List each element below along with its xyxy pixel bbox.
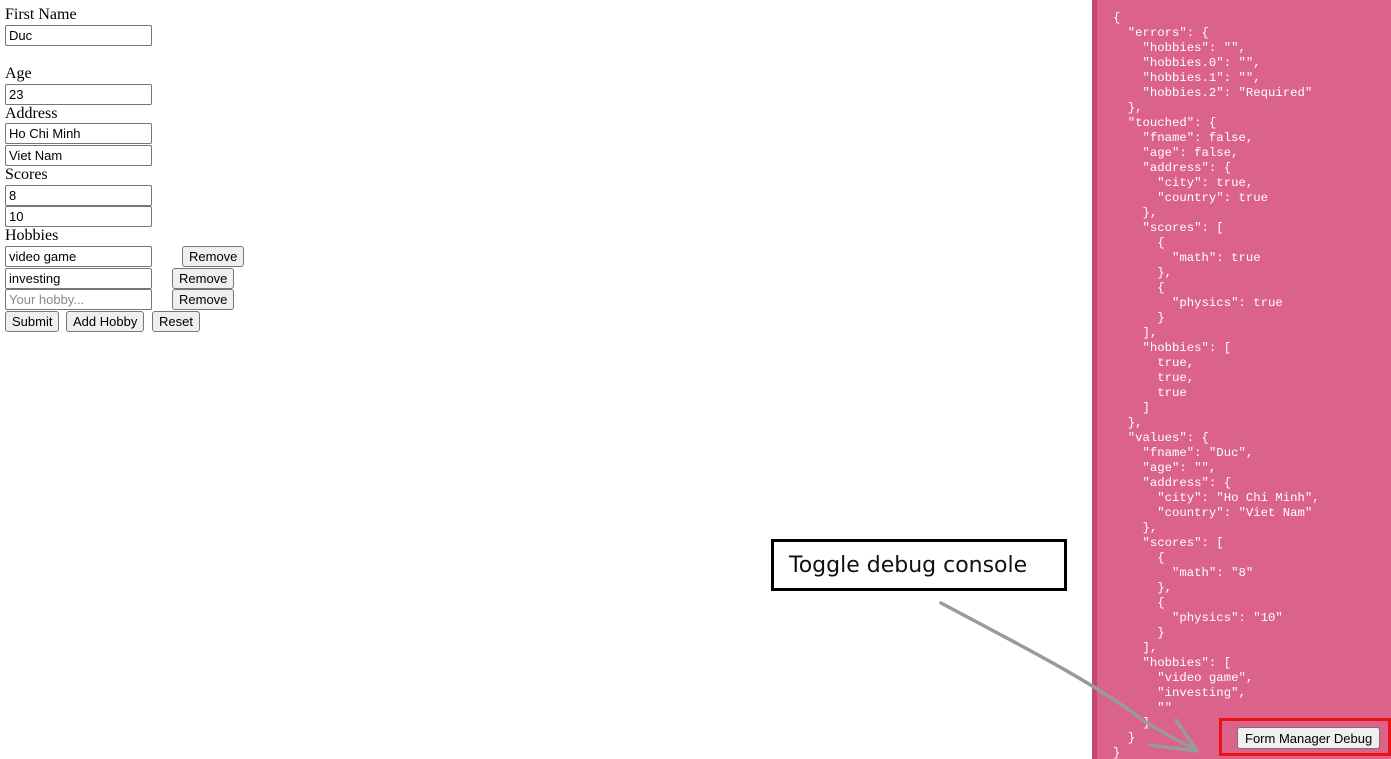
first-name-label: First Name <box>5 6 77 23</box>
country-input[interactable] <box>5 145 152 166</box>
hobby-input[interactable] <box>5 246 152 267</box>
reset-button[interactable]: Reset <box>152 311 200 332</box>
add-hobby-button[interactable]: Add Hobby <box>66 311 145 332</box>
age-input[interactable] <box>5 84 152 105</box>
hobbies-label: Hobbies <box>5 227 59 244</box>
age-label: Age <box>5 65 32 82</box>
form-manager-debug-toggle-button[interactable]: Form Manager Debug <box>1237 727 1381 749</box>
hobby-input[interactable] <box>5 268 152 289</box>
physics-score-input[interactable] <box>5 206 152 227</box>
annotation-text: Toggle debug console <box>789 552 1028 578</box>
city-input[interactable] <box>5 123 152 144</box>
remove-hobby-button[interactable]: Remove <box>172 289 235 310</box>
scores-label: Scores <box>5 166 48 183</box>
submit-button[interactable]: Submit <box>5 311 60 332</box>
remove-hobby-button[interactable]: Remove <box>172 268 235 289</box>
debug-console-panel[interactable]: { "errors": { "hobbies": "", "hobbies.0"… <box>1092 0 1391 759</box>
annotation-callout: Toggle debug console <box>771 539 1067 591</box>
math-score-input[interactable] <box>5 185 152 206</box>
first-name-input[interactable] <box>5 25 152 46</box>
hobby-input[interactable] <box>5 289 152 310</box>
remove-hobby-button[interactable]: Remove <box>182 246 245 267</box>
debug-toggle-highlight <box>1219 718 1391 756</box>
debug-state-json: { "errors": { "hobbies": "", "hobbies.0"… <box>1113 11 1320 759</box>
address-label: Address <box>5 105 58 122</box>
